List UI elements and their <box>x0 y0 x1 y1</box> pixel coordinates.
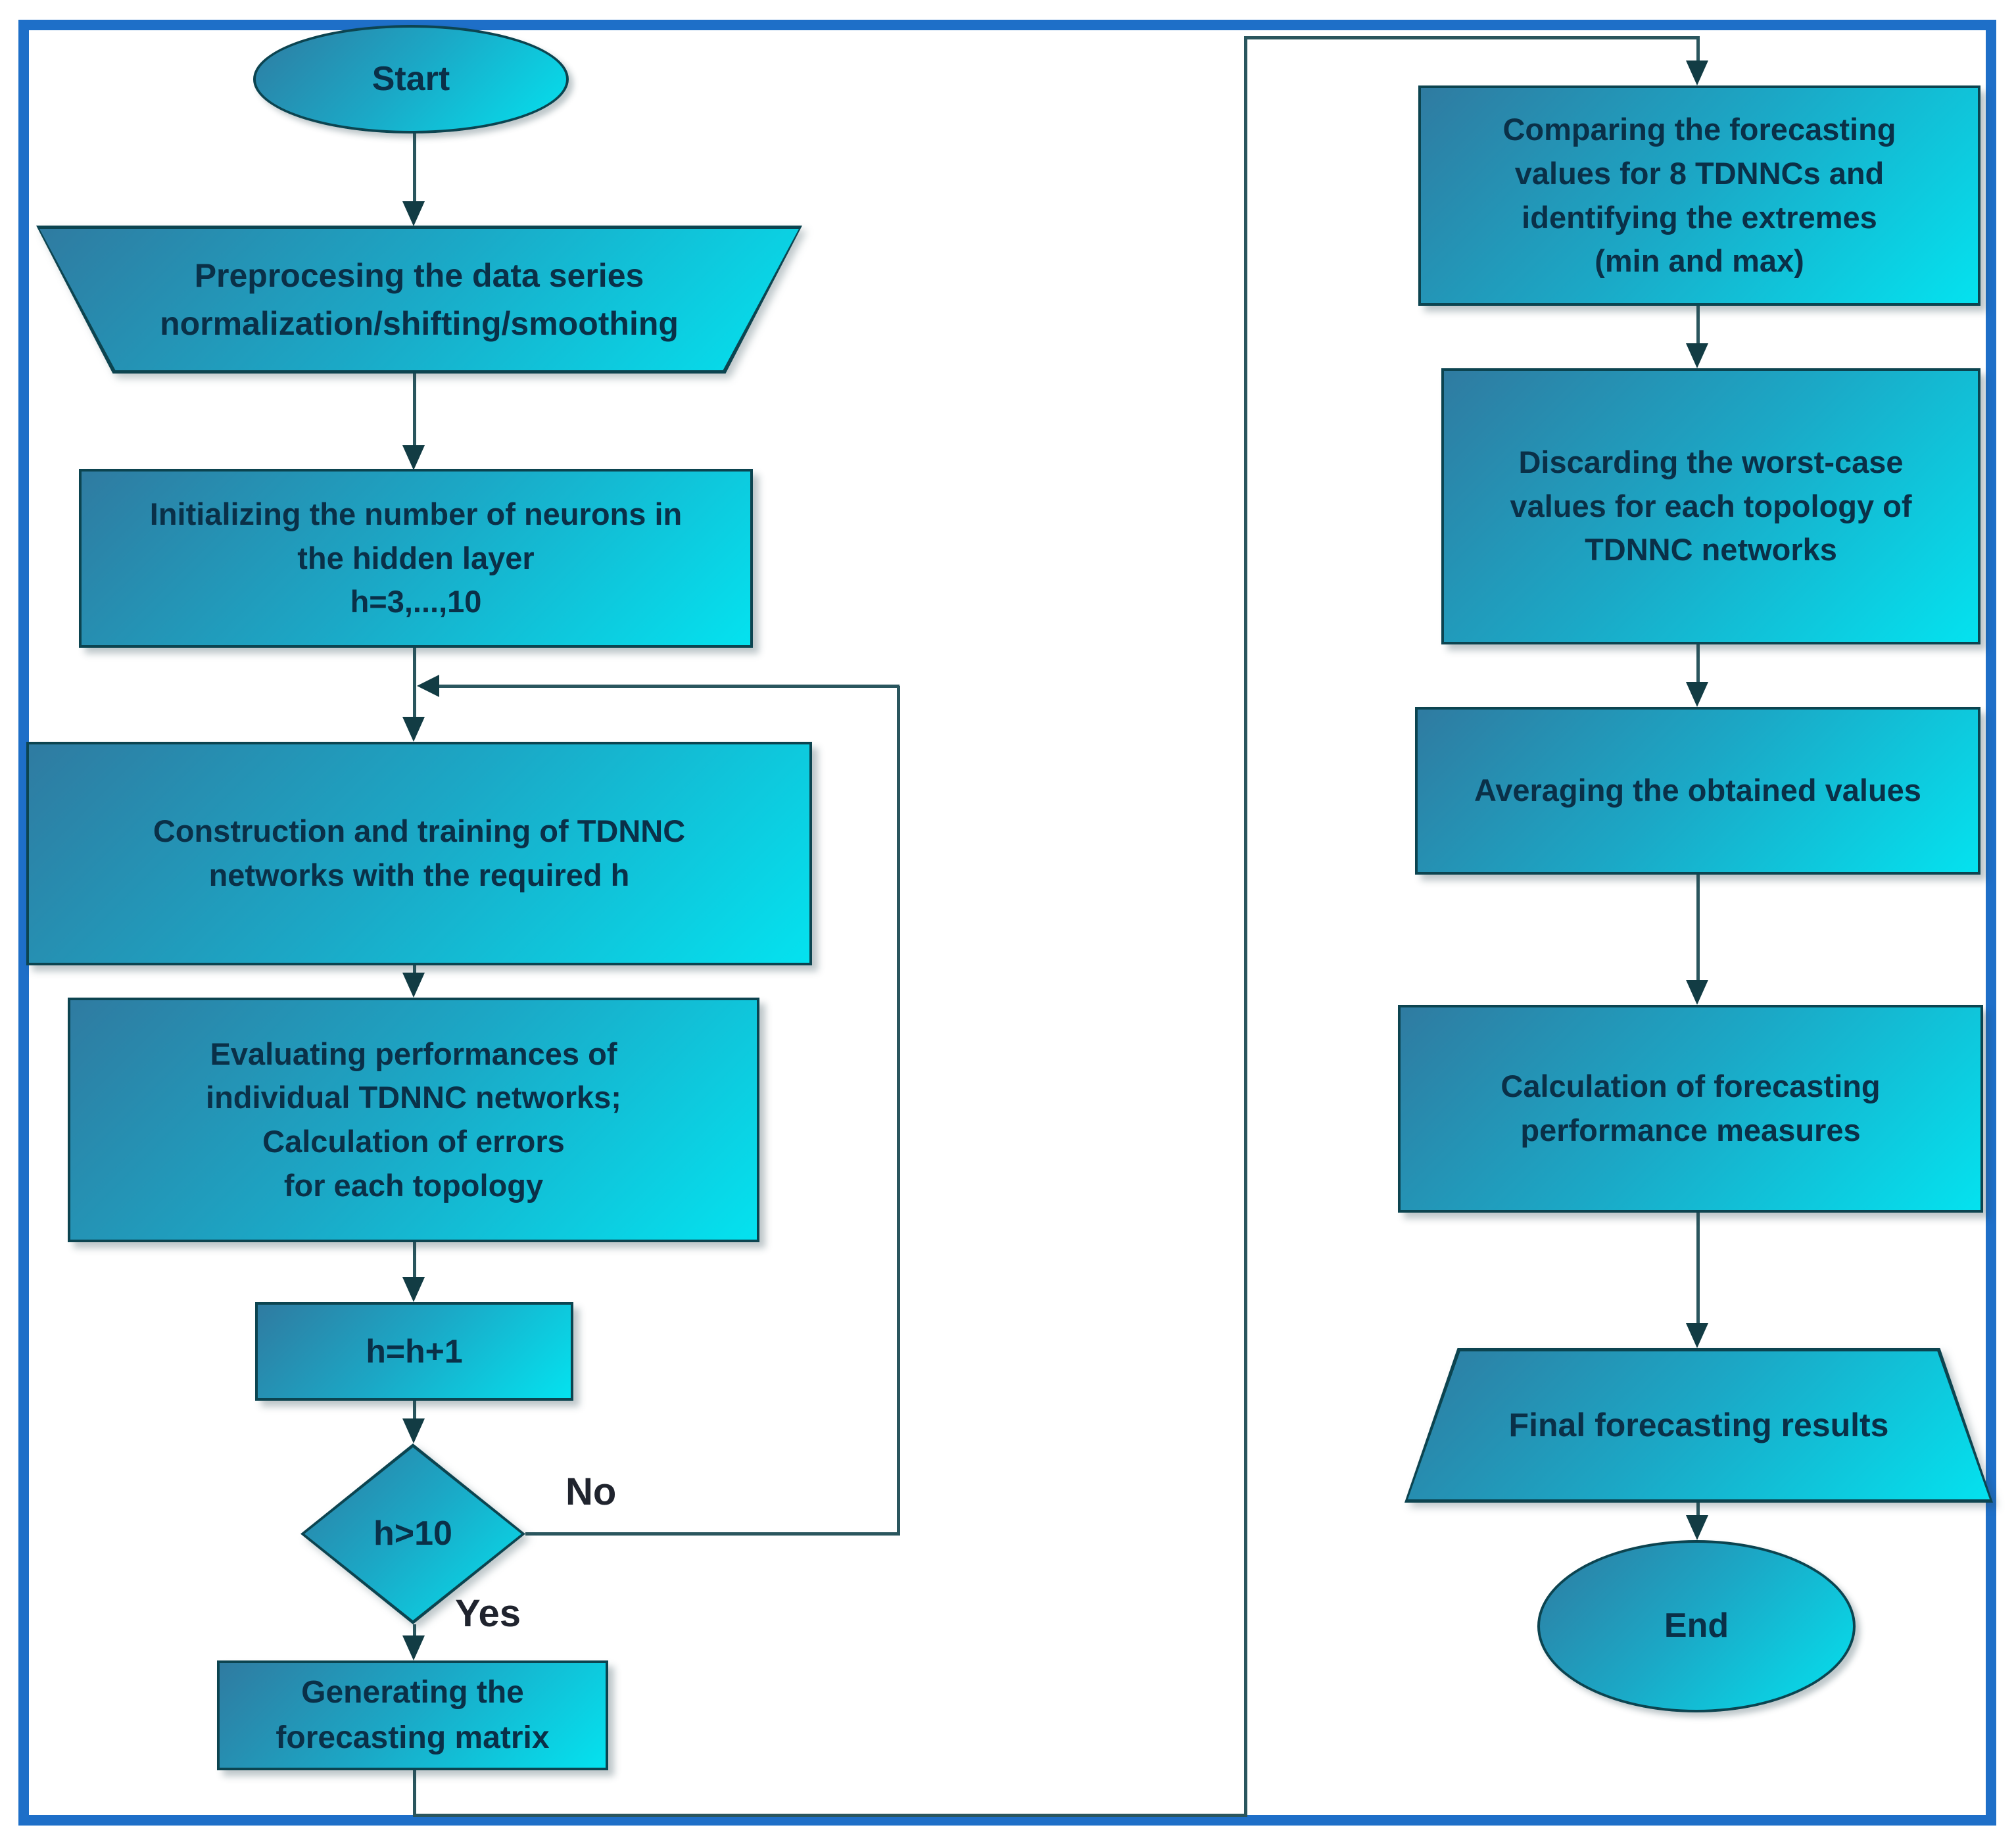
node-generating-line: forecasting matrix <box>276 1720 550 1755</box>
arrowhead-into-preprocessing <box>402 201 425 226</box>
conn-discarding-averaging <box>1696 644 1700 684</box>
node-preprocessing-data: Preprocesing the data series normalizati… <box>36 226 802 374</box>
node-calculation-line: performance measures <box>1520 1113 1861 1148</box>
node-comparing-forecasts: Comparing the forecasting values for 8 T… <box>1418 85 1980 306</box>
conn-construction-evaluating <box>413 965 416 976</box>
node-discarding-worst: Discarding the worst-case values for eac… <box>1441 368 1980 644</box>
node-generating-matrix: Generating the forecasting matrix <box>217 1660 608 1770</box>
node-final-fill: Final forecasting results <box>1408 1351 1990 1499</box>
arrowhead-loop-return <box>417 675 439 697</box>
node-comparing-line: identifying the extremes <box>1522 199 1877 235</box>
node-construction-training: Construction and training of TDNNC netwo… <box>26 742 812 965</box>
arrowhead-into-generating <box>402 1635 425 1660</box>
conn-loop-return-top <box>426 685 900 688</box>
arrowhead-into-comparing <box>1686 61 1708 85</box>
arrowhead-into-averaging <box>1686 682 1708 707</box>
node-construction-line: networks with the required h <box>208 858 630 892</box>
conn-preprocessing-initializing <box>413 374 416 446</box>
outer-frame <box>18 20 1996 1826</box>
node-comparing-line: (min and max) <box>1595 243 1804 279</box>
node-end-terminator: End <box>1537 1540 1856 1712</box>
node-final-results: Final forecasting results <box>1404 1348 1993 1503</box>
node-start-terminator: Start <box>253 25 569 133</box>
node-decision-label: h>10 <box>373 1514 452 1553</box>
conn-top-horizontal <box>1244 36 1699 39</box>
node-discarding-line: values for each topology of <box>1510 488 1912 523</box>
edge-label-yes: Yes <box>455 1592 521 1635</box>
node-initializing-line: Initializing the number of neurons in <box>149 496 683 531</box>
node-start-label: Start <box>372 59 450 98</box>
node-evaluating-line: Evaluating performances of <box>210 1036 617 1071</box>
conn-comparing-discarding <box>1696 306 1700 345</box>
node-increment-h: h=h+1 <box>255 1302 573 1401</box>
node-initializing-neurons: Initializing the number of neurons in th… <box>79 469 753 648</box>
conn-initializing-construction <box>413 648 416 717</box>
arrowhead-into-end <box>1686 1515 1708 1540</box>
node-preprocessing-fill: Preprocesing the data series normalizati… <box>39 229 799 370</box>
conn-averaging-calculation <box>1696 875 1700 982</box>
node-generating-line: Generating the <box>301 1675 524 1710</box>
node-final-label: Final forecasting results <box>1508 1407 1889 1444</box>
node-calculation-line: Calculation of forecasting <box>1500 1069 1881 1104</box>
node-discarding-line: Discarding the worst-case <box>1518 444 1904 479</box>
conn-decision-generating <box>413 1624 416 1637</box>
arrowhead-into-initializing <box>402 445 425 470</box>
conn-into-comparing <box>1696 36 1700 62</box>
node-preprocessing-line: Preprocesing the data series <box>194 257 644 294</box>
node-comparing-line: values for 8 TDNNCs and <box>1514 155 1884 191</box>
node-calculation-measures: Calculation of forecasting performance m… <box>1398 1005 1983 1213</box>
conn-increment-decision <box>413 1401 416 1420</box>
conn-calculation-final <box>1696 1213 1700 1326</box>
arrowhead-into-construction <box>402 717 425 742</box>
arrowhead-into-increment <box>402 1277 425 1302</box>
node-increment-label: h=h+1 <box>366 1332 463 1370</box>
conn-loop-vertical <box>897 686 900 1534</box>
node-construction-line: Construction and training of TDNNC <box>153 813 686 849</box>
conn-no-horizontal <box>525 1532 900 1536</box>
node-evaluating-line: for each topology <box>283 1167 544 1203</box>
node-decision-h-gt-10: h>10 <box>300 1443 525 1624</box>
node-averaging-values: Averaging the obtained values <box>1415 707 1980 875</box>
node-end-label: End <box>1664 1607 1729 1645</box>
conn-bottom-horizontal <box>413 1814 1247 1817</box>
node-evaluating-line: individual TDNNC networks; <box>206 1080 621 1115</box>
conn-start-preprocessing <box>413 133 416 203</box>
edge-label-no: No <box>565 1470 617 1513</box>
conn-final-end <box>1696 1503 1700 1517</box>
arrowhead-into-final <box>1686 1323 1708 1348</box>
conn-evaluating-increment <box>413 1242 416 1279</box>
node-evaluating-performance: Evaluating performances of individual TD… <box>68 998 759 1242</box>
node-initializing-line: h=3,...,10 <box>350 584 482 619</box>
arrowhead-into-calculation <box>1686 980 1708 1005</box>
node-discarding-line: TDNNC networks <box>1585 532 1837 568</box>
arrowhead-into-evaluating <box>402 973 425 998</box>
node-initializing-line: the hidden layer <box>297 540 535 575</box>
node-comparing-line: Comparing the forecasting <box>1502 112 1896 147</box>
arrowhead-into-discarding <box>1686 343 1708 368</box>
node-averaging-label: Averaging the obtained values <box>1474 773 1921 808</box>
conn-generating-down <box>413 1770 416 1817</box>
arrowhead-into-decision <box>402 1418 425 1443</box>
conn-middle-vertical <box>1244 36 1247 1817</box>
node-preprocessing-line: normalization/shifting/smoothing <box>160 304 679 342</box>
node-evaluating-line: Calculation of errors <box>262 1124 565 1159</box>
